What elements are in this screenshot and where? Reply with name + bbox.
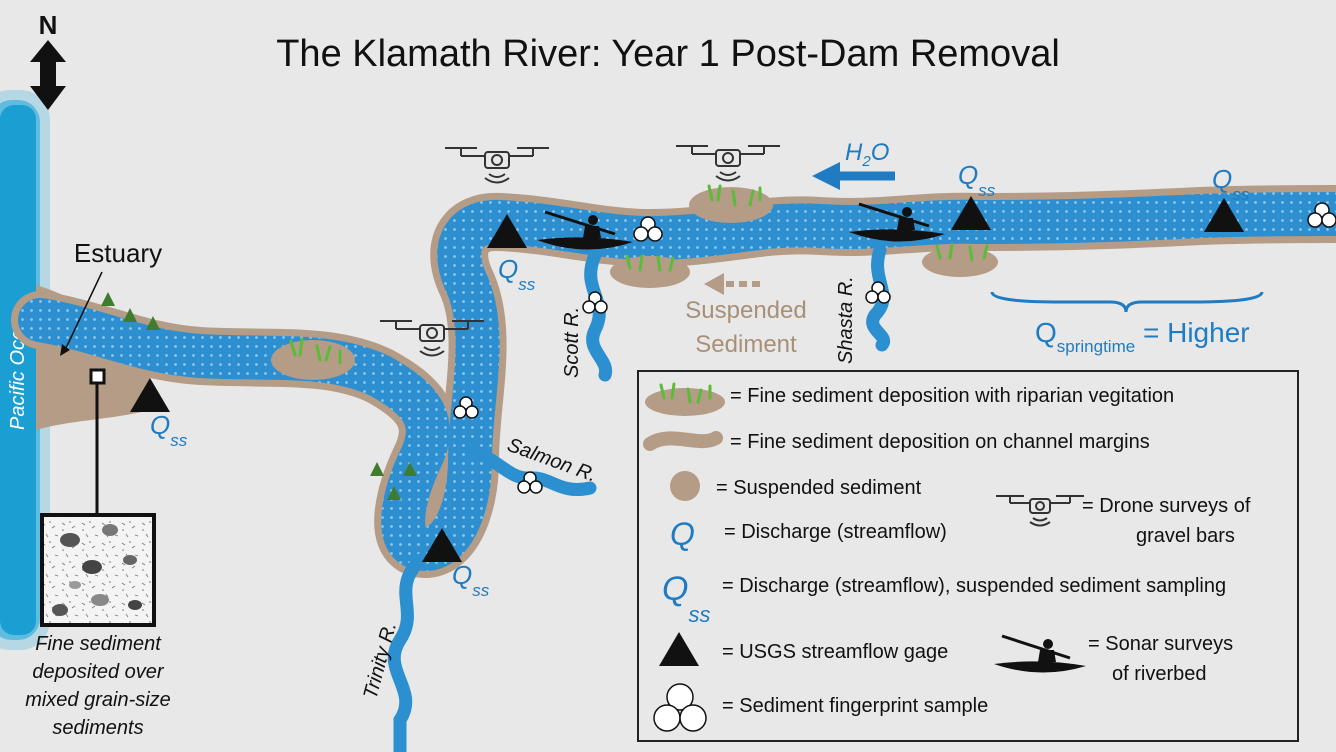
svg-text:Qss: Qss xyxy=(150,410,188,450)
legend-discharge: = Discharge (streamflow) xyxy=(724,521,947,543)
svg-text:Qss: Qss xyxy=(1212,164,1250,204)
page-title: The Klamath River: Year 1 Post-Dam Remov… xyxy=(276,33,1060,75)
legend-sonar-2: of riverbed xyxy=(1112,663,1207,685)
legend-q-symbol: Q xyxy=(670,516,695,552)
suspended-label-1: Suspended xyxy=(685,297,806,324)
legend-fingerprint: = Sediment fingerprint sample xyxy=(722,695,988,717)
north-label: N xyxy=(39,10,58,40)
legend-fingerprint-symbol xyxy=(653,683,707,732)
sample-caption-4: sediments xyxy=(52,717,143,739)
suspended-arrow: Suspended Sediment xyxy=(685,273,807,358)
legend-margin-symbol xyxy=(643,431,723,451)
legend-suspended-symbol xyxy=(670,471,700,501)
north-arrow: N xyxy=(30,10,66,110)
legend-drone-1: = Drone surveys of xyxy=(1082,495,1251,517)
springtime-note: Qspringtime = Higher xyxy=(990,291,1264,356)
klamath-river xyxy=(11,185,1336,578)
sample-caption-3: mixed grain-size xyxy=(25,689,171,711)
legend-gage: = USGS streamflow gage xyxy=(722,641,948,663)
suspended-label-2: Sediment xyxy=(695,331,797,358)
legend: = Fine sediment deposition with riparian… xyxy=(637,370,1299,742)
sediment-sample-box xyxy=(40,368,156,627)
kayak-icons xyxy=(537,202,945,250)
legend-qss: = Discharge (streamflow), suspended sedi… xyxy=(722,575,1226,597)
shasta-label: Shasta R. xyxy=(835,276,857,364)
legend-sonar-1: = Sonar surveys xyxy=(1088,633,1233,655)
svg-text:Qspringtime = Higher: Qspringtime = Higher xyxy=(1035,317,1250,356)
grass-tufts xyxy=(289,184,989,365)
trinity-river xyxy=(387,553,427,752)
scott-river xyxy=(584,248,613,382)
legend-drone-2: gravel bars xyxy=(1136,525,1235,547)
sample-caption-2: deposited over xyxy=(32,661,165,683)
shasta-river xyxy=(866,243,890,352)
scott-label: Scott R. xyxy=(561,307,583,378)
legend-margins: = Fine sediment deposition on channel ma… xyxy=(730,431,1150,453)
legend-gage-symbol xyxy=(659,632,699,666)
estuary-arrow xyxy=(65,271,103,349)
drone-icons xyxy=(380,145,780,357)
legend-kayak-symbol xyxy=(994,634,1086,673)
svg-text:H2O: H2O xyxy=(845,139,889,170)
flow-arrow: H2O xyxy=(812,139,895,190)
legend-drone-symbol xyxy=(996,495,1084,527)
legend-riparian: = Fine sediment deposition with riparian… xyxy=(730,385,1174,407)
qss-labels: Qss Qss Qss Qss Qss xyxy=(150,160,1250,600)
svg-text:Qss: Qss xyxy=(498,254,536,294)
sample-caption-1: Fine sediment xyxy=(35,633,162,655)
svg-text:Qss: Qss xyxy=(958,160,996,200)
legend-riparian-symbol xyxy=(645,382,725,416)
pacific-ocean: Pacific Ocean xyxy=(0,90,50,650)
svg-text:Qss: Qss xyxy=(452,560,490,600)
estuary-label: Estuary xyxy=(74,238,162,268)
legend-suspended: = Suspended sediment xyxy=(716,477,922,499)
gage-markers xyxy=(130,196,1244,562)
trees xyxy=(101,292,417,500)
fingerprint-samples xyxy=(453,202,1336,494)
legend-qss-symbol: Qss xyxy=(662,570,710,627)
